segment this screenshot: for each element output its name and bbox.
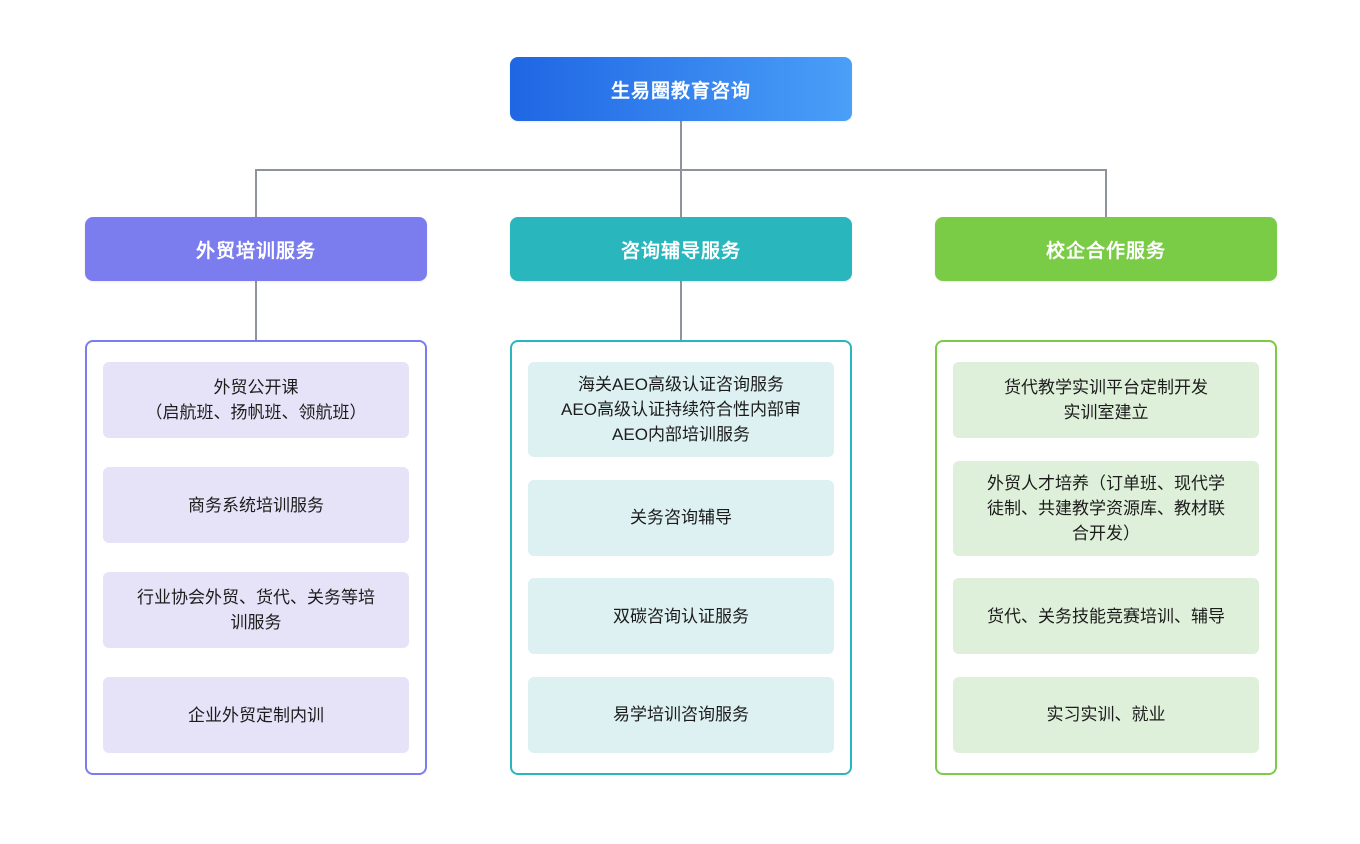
branch-group-foreign-trade-training: 外贸公开课 （启航班、扬帆班、领航班） 商务系统培训服务 行业协会外贸、货代、关… xyxy=(85,340,427,775)
connector-branch-2-group-drop xyxy=(680,281,682,340)
branch-item-label: 外贸公开课 （启航班、扬帆班、领航班） xyxy=(145,378,367,422)
branch-item: 外贸人才培养（订单班、现代学 徒制、共建教学资源库、教材联 合开发） xyxy=(953,460,1259,556)
connector-branch-1-drop xyxy=(255,169,257,218)
branch-header-label: 校企合作服务 xyxy=(1045,240,1166,262)
branch-item-label: 双碳咨询认证服务 xyxy=(613,606,749,626)
branch-header-consulting-coaching: 咨询辅导服务 xyxy=(510,217,852,281)
branch-item: 实习实训、就业 xyxy=(953,676,1259,753)
connector-root-drop xyxy=(680,121,682,170)
branch-item-label: 行业协会外贸、货代、关务等培 训服务 xyxy=(137,588,375,632)
branch-item: 商务系统培训服务 xyxy=(103,467,409,543)
branch-group-school-enterprise-cooperation: 货代教学实训平台定制开发 实训室建立 外贸人才培养（订单班、现代学 徒制、共建教… xyxy=(935,340,1277,775)
branch-item-label: 易学培训咨询服务 xyxy=(613,705,749,725)
connector-branch-1-group-drop xyxy=(255,281,257,340)
branch-item: 货代教学实训平台定制开发 实训室建立 xyxy=(953,362,1259,438)
branch-item: 企业外贸定制内训 xyxy=(103,677,409,753)
branch-item: 行业协会外贸、货代、关务等培 训服务 xyxy=(103,572,409,648)
branch-header-label: 外贸培训服务 xyxy=(195,240,316,262)
branch-item-label: 企业外贸定制内训 xyxy=(188,705,324,725)
root-node: 生易圈教育咨询 xyxy=(510,57,852,121)
branch-item: 双碳咨询认证服务 xyxy=(528,578,834,655)
branch-item: 关务咨询辅导 xyxy=(528,479,834,556)
branch-item: 海关AEO高级认证咨询服务 AEO高级认证持续符合性内部审 AEO内部培训服务 xyxy=(528,362,834,457)
connector-branch-2-drop xyxy=(680,169,682,218)
branch-item-label: 货代、关务技能竞赛培训、辅导 xyxy=(987,606,1225,626)
branch-item: 货代、关务技能竞赛培训、辅导 xyxy=(953,578,1259,655)
branch-item: 外贸公开课 （启航班、扬帆班、领航班） xyxy=(103,362,409,438)
branch-item-label: 货代教学实训平台定制开发 实训室建立 xyxy=(1004,378,1208,422)
branch-item-label: 实习实训、就业 xyxy=(1046,705,1166,725)
branch-group-consulting-coaching: 海关AEO高级认证咨询服务 AEO高级认证持续符合性内部审 AEO内部培训服务 … xyxy=(510,340,852,775)
branch-header-foreign-trade-training: 外贸培训服务 xyxy=(85,217,427,281)
root-node-label: 生易圈教育咨询 xyxy=(610,80,751,102)
connector-branch-3-drop xyxy=(1105,169,1107,218)
branch-item-label: 外贸人才培养（订单班、现代学 徒制、共建教学资源库、教材联 合开发） xyxy=(987,473,1225,543)
branch-item-label: 海关AEO高级认证咨询服务 AEO高级认证持续符合性内部审 AEO内部培训服务 xyxy=(561,375,801,444)
branch-item-label: 关务咨询辅导 xyxy=(630,508,732,528)
branch-header-school-enterprise-cooperation: 校企合作服务 xyxy=(935,217,1277,281)
branch-item: 易学培训咨询服务 xyxy=(528,676,834,753)
branch-header-label: 咨询辅导服务 xyxy=(620,240,741,262)
branch-item-label: 商务系统培训服务 xyxy=(188,495,324,515)
